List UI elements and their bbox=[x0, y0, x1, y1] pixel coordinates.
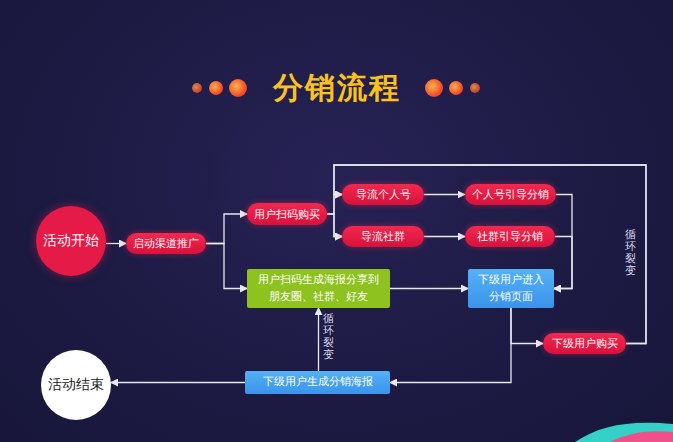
process-pill: 社群引导分销 bbox=[465, 226, 555, 247]
diagram-title: 分销流程 bbox=[0, 68, 673, 109]
connector bbox=[511, 308, 543, 344]
poster-box: 下级用户生成分销海报 bbox=[245, 371, 390, 394]
connector bbox=[390, 308, 511, 383]
process-pill: 启动渠道推广 bbox=[126, 233, 206, 254]
node-text: 社群引导分销 bbox=[477, 229, 543, 244]
process-pill: 导流社群 bbox=[342, 226, 424, 247]
node-text: 下级用户进入 分销页面 bbox=[474, 272, 548, 305]
text-stack: 导流个人号 bbox=[356, 187, 411, 202]
edge-label: 循环裂变 bbox=[625, 228, 636, 278]
text-stack: 用户扫码购买 bbox=[254, 207, 320, 222]
text-stack: 导流社群 bbox=[361, 229, 405, 244]
process-pill: 导流个人号 bbox=[342, 184, 424, 205]
connector bbox=[554, 195, 572, 289]
text-stack: 个人号引导分销 bbox=[472, 187, 549, 202]
node-text: 启动渠道推广 bbox=[133, 236, 199, 251]
text-stack: 下级用户购买 bbox=[552, 336, 618, 351]
connector bbox=[424, 236, 465, 237]
connector bbox=[334, 165, 646, 344]
node-text: 下级用户购买 bbox=[552, 336, 618, 351]
text-stack: 社群引导分销 bbox=[477, 229, 543, 244]
node-text: 用户扫码购买 bbox=[254, 207, 320, 222]
share-box: 用户扫码生成海报分享到 朋友圈、社群、好友 bbox=[247, 269, 390, 308]
node-text: 导流社群 bbox=[361, 229, 405, 244]
text-stack: 下级用户生成分销海报 bbox=[263, 374, 373, 391]
connector bbox=[424, 194, 465, 195]
process-pill: 用户扫码购买 bbox=[247, 203, 327, 225]
node-text: 活动结束 bbox=[48, 376, 104, 394]
node-text: 下级用户生成分销海报 bbox=[263, 374, 373, 391]
text-stack: 活动结束 bbox=[48, 376, 104, 394]
connector bbox=[206, 244, 247, 289]
connector bbox=[206, 214, 247, 244]
edge-label: 循环裂变 bbox=[323, 312, 334, 362]
process-pill: 下级用户购买 bbox=[543, 333, 626, 354]
text-stack: 下级用户进入 分销页面 bbox=[474, 272, 548, 305]
connector bbox=[334, 165, 646, 344]
node-text: 用户扫码生成海报分享到 朋友圈、社群、好友 bbox=[253, 272, 384, 305]
connector bbox=[390, 288, 468, 289]
connector bbox=[554, 237, 572, 289]
node-text: 个人号引导分销 bbox=[472, 187, 549, 202]
text-stack: 用户扫码生成海报分享到 朋友圈、社群、好友 bbox=[253, 272, 384, 305]
node-text: 活动开始 bbox=[43, 232, 99, 250]
text-stack: 活动开始 bbox=[43, 232, 99, 250]
end-circle: 活动结束 bbox=[41, 350, 111, 420]
process-pill: 个人号引导分销 bbox=[465, 184, 556, 205]
start-circle: 活动开始 bbox=[36, 206, 106, 276]
corner-wave bbox=[575, 423, 673, 442]
connector bbox=[318, 308, 319, 371]
connector bbox=[111, 382, 245, 383]
connector bbox=[106, 243, 126, 244]
node-text: 导流个人号 bbox=[356, 187, 411, 202]
page-box: 下级用户进入 分销页面 bbox=[468, 269, 554, 308]
text-stack: 启动渠道推广 bbox=[133, 236, 199, 251]
